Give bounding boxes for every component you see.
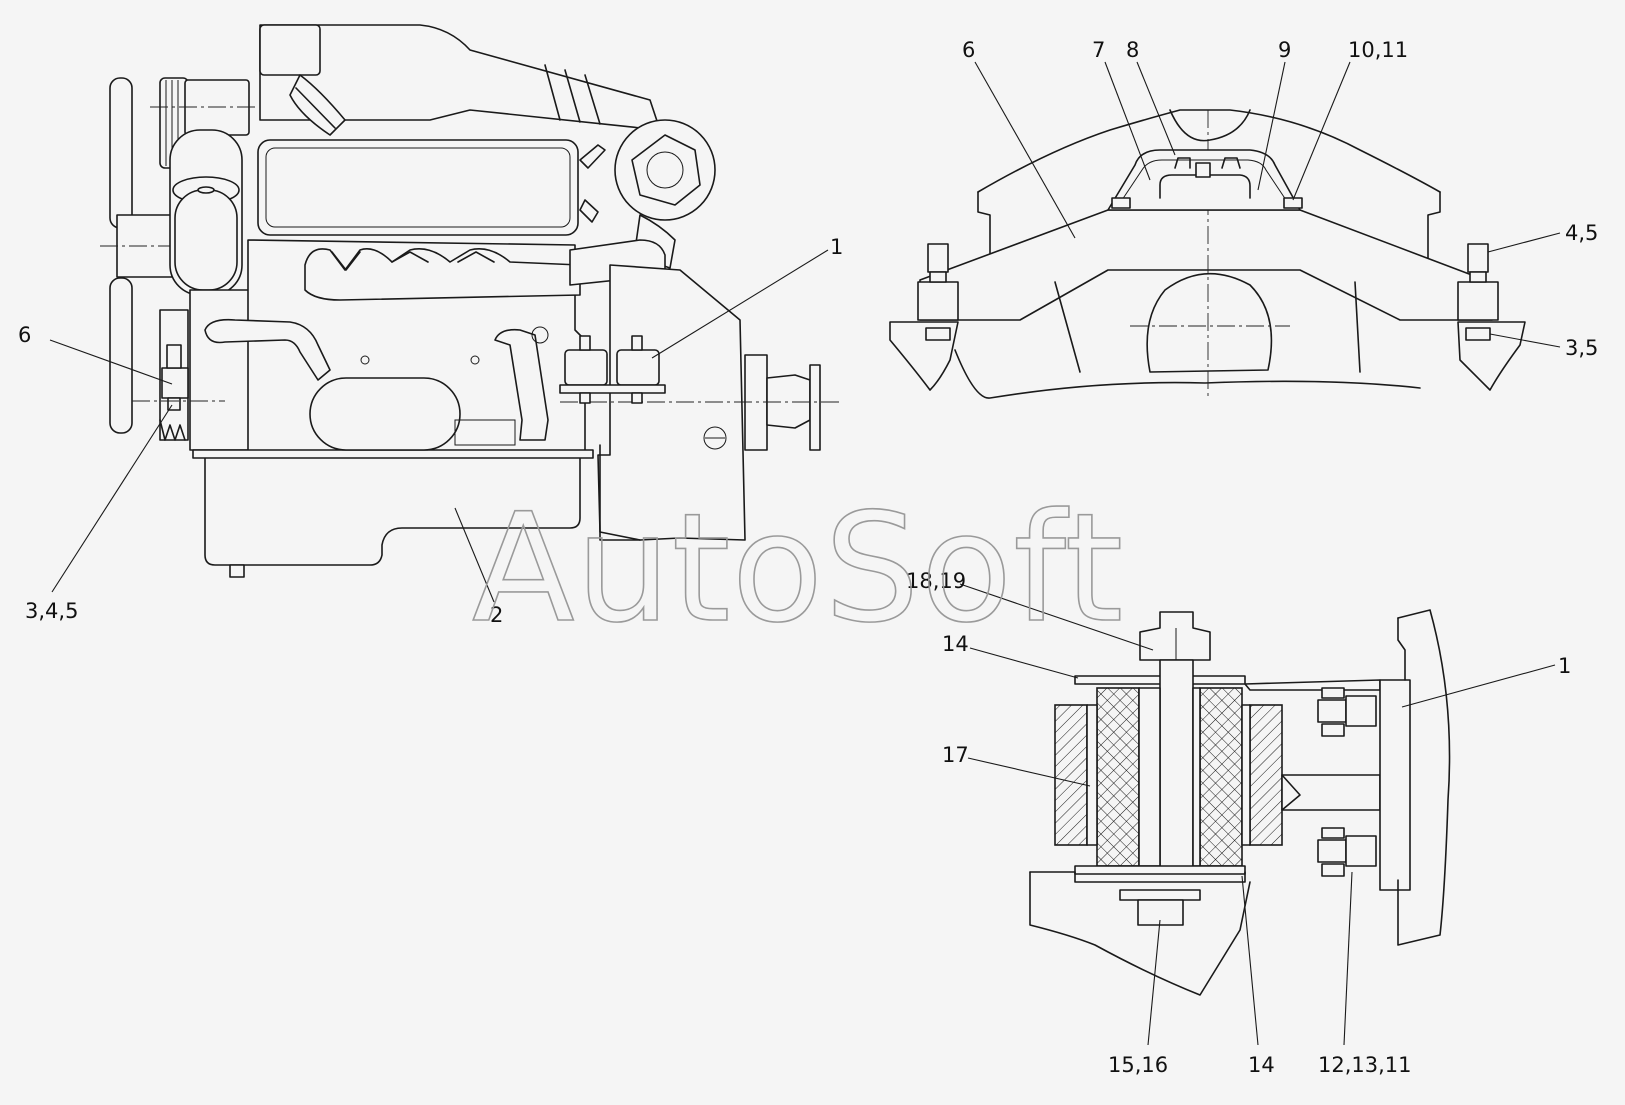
callout-detail-12-13-11: 12,13,11 bbox=[1318, 1053, 1412, 1077]
callout-front-8: 8 bbox=[1126, 38, 1139, 62]
callout-front-6: 6 bbox=[962, 38, 975, 62]
mount-section-detail: 18,19 14 17 1 15,16 14 12,13,11 bbox=[906, 569, 1571, 1077]
callout-side-1: 1 bbox=[830, 235, 843, 259]
callout-detail-14-bottom: 14 bbox=[1248, 1053, 1275, 1077]
callout-detail-1: 1 bbox=[1558, 654, 1571, 678]
callout-side-6: 6 bbox=[18, 323, 31, 347]
callout-detail-15-16: 15,16 bbox=[1108, 1053, 1168, 1077]
callout-front-9: 9 bbox=[1278, 38, 1291, 62]
watermark: AutoSoft bbox=[472, 482, 1124, 656]
callout-front-3-5: 3,5 bbox=[1565, 336, 1598, 360]
callout-front-4-5: 4,5 bbox=[1565, 221, 1598, 245]
callout-front-10-11: 10,11 bbox=[1348, 38, 1408, 62]
engine-side-view: 6 3,4,5 2 1 bbox=[18, 24, 843, 627]
callout-detail-18-19: 18,19 bbox=[906, 569, 966, 593]
callout-side-2: 2 bbox=[490, 603, 503, 627]
callout-detail-14-top: 14 bbox=[942, 632, 969, 656]
callout-front-7: 7 bbox=[1092, 38, 1105, 62]
mount-front-view: 6 7 8 9 10,11 4,5 3,5 bbox=[889, 38, 1598, 400]
callout-detail-17: 17 bbox=[942, 743, 969, 767]
callout-side-3-4-5: 3,4,5 bbox=[25, 599, 78, 623]
